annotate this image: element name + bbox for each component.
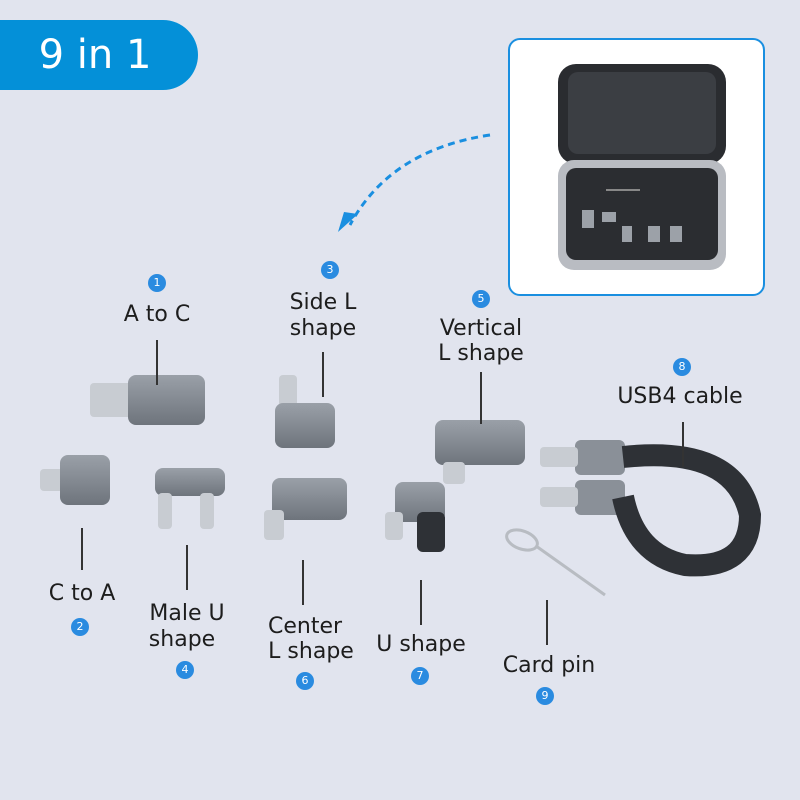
leader-line [682,422,684,467]
a-to-c-adapter-image [90,375,205,425]
item-label: A to C [123,302,191,327]
item-number-badge: 8 [673,358,691,376]
leader-line [156,340,158,385]
item-label: U shape [376,632,466,657]
leader-line [480,372,482,424]
bundle-count-tag: 9 in 1 [0,20,198,90]
item-number-badge: 9 [536,687,554,705]
c-to-a-adapter-image [40,455,110,505]
u-shape-adapter-image [385,482,450,562]
male-u-adapter-image [150,468,230,533]
item-label: Vertical [439,316,523,341]
side-l-adapter-image [265,375,335,450]
item-number-badge: 4 [176,661,194,679]
usb4-cable-image [540,440,762,577]
item-label: shape [148,627,216,652]
item-label: C to A [48,581,116,606]
item-number-badge: 7 [411,667,429,685]
item-label: Side L [289,290,357,315]
item-label: Center [267,614,343,639]
item-number-badge: 1 [148,274,166,292]
case-illustration [558,64,726,270]
leader-line [420,580,422,625]
item-label: Male U [149,601,225,626]
card-pin-image [505,528,606,597]
item-label: L shape [438,341,524,366]
item-label: USB4 cable [617,384,743,409]
dashed-arrow-icon [338,133,491,232]
leader-line [186,545,188,590]
leader-line [546,600,548,645]
leader-line [302,560,304,605]
leader-line [81,528,83,570]
item-label: L shape [268,639,354,664]
item-number-badge: 2 [71,618,89,636]
item-number-badge: 5 [472,290,490,308]
item-number-badge: 3 [321,261,339,279]
vertical-l-adapter-image [425,420,525,485]
storage-case-image [508,38,765,296]
item-number-badge: 6 [296,672,314,690]
item-label: Card pin [502,653,596,678]
leader-line [322,352,324,397]
item-label: shape [289,316,357,341]
center-l-adapter-image [262,478,347,543]
